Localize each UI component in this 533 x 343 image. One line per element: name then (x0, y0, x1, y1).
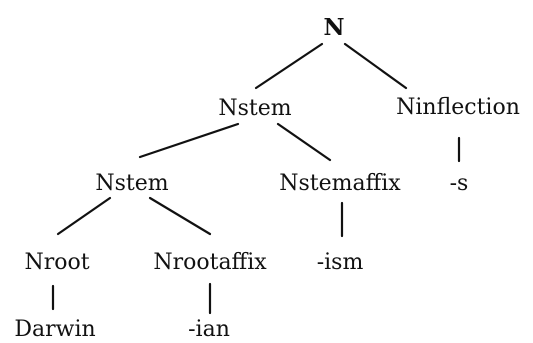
edge-nstem-to-nstem (138, 122, 240, 159)
edge-nstem-to-nroot (56, 196, 112, 236)
node-darwin: Darwin (14, 317, 95, 342)
edge-nstem-to-nstemaffix (276, 122, 332, 162)
node-inflection-s: -s (450, 171, 469, 196)
node-nstem-level2: Nstem (95, 171, 168, 196)
node-root: N (323, 14, 344, 41)
node-ninflection: Ninflection (396, 95, 520, 120)
edge-n-to-ninflection (343, 42, 408, 90)
node-ism: -ism (317, 250, 364, 275)
node-nroot: Nroot (24, 250, 89, 275)
node-nstemaffix: Nstemaffix (279, 171, 401, 196)
edge-nstem-to-nrootaffix (148, 196, 212, 236)
node-nrootaffix: Nrootaffix (153, 250, 267, 275)
node-ian: -ian (188, 317, 230, 342)
edge-n-to-nstem (254, 42, 324, 90)
node-nstem-level1: Nstem (218, 96, 291, 121)
